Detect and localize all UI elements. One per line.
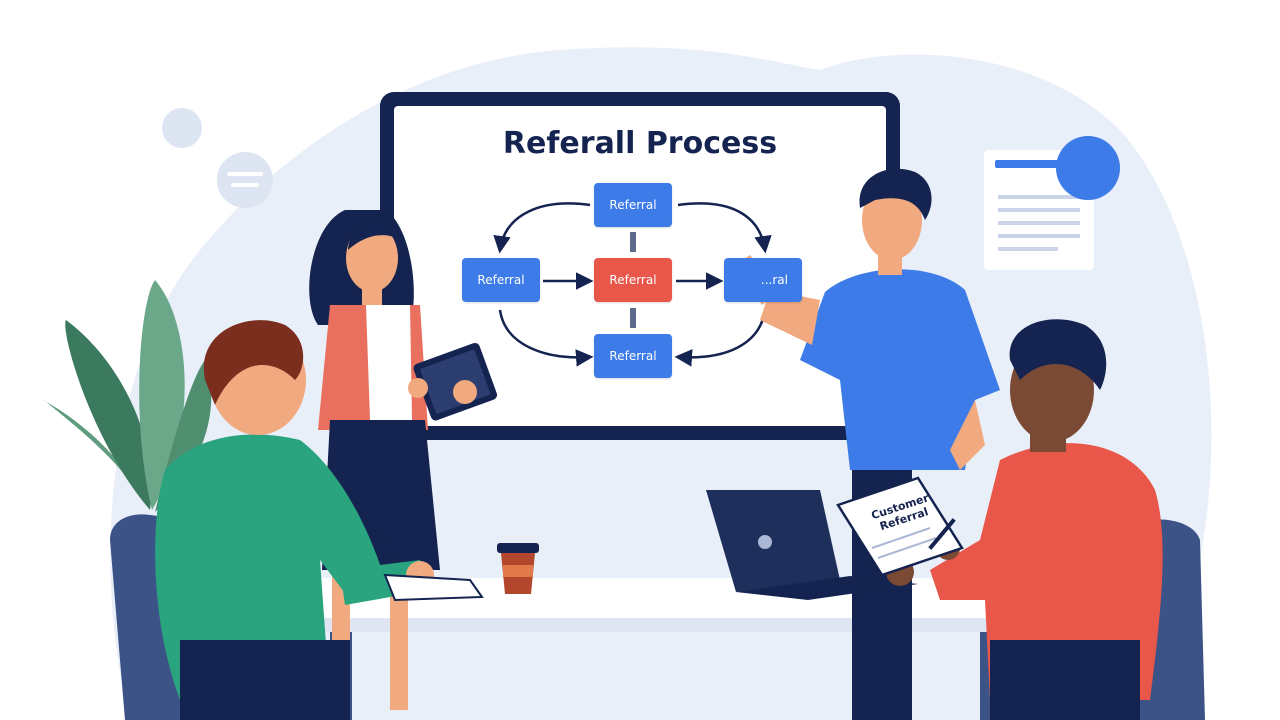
- man-in-green: [155, 320, 434, 720]
- flow-node-bottom: Referral: [594, 334, 672, 378]
- flow-node-left: Referral: [462, 258, 540, 302]
- flow-node-right: ...ral: [724, 258, 802, 302]
- chat-bubble-icon: [217, 152, 273, 208]
- laptop: [706, 490, 918, 600]
- clipboard: [836, 476, 964, 577]
- flow-connector: [630, 232, 636, 252]
- flow-connector: [630, 308, 636, 328]
- flow-node-top: Referral: [594, 183, 672, 227]
- flow-node-center: Referral: [594, 258, 672, 302]
- document-card-icon: [984, 136, 1120, 270]
- coffee-cup: [497, 543, 539, 594]
- whiteboard-title: Referall Process: [502, 126, 778, 161]
- decor-circle: [162, 108, 202, 148]
- woman-with-tablet: [309, 210, 498, 710]
- notepad: [383, 573, 484, 602]
